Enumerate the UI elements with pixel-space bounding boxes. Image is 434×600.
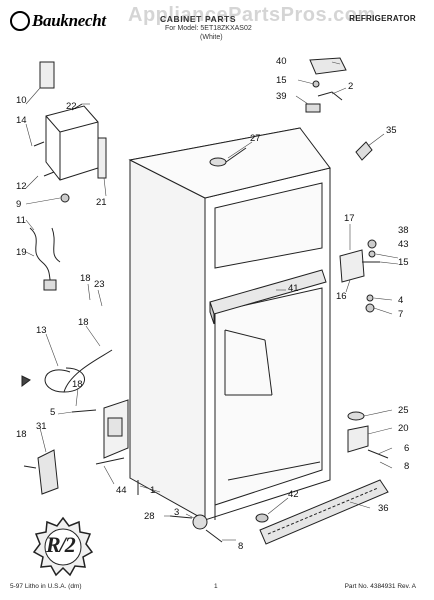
callout-19: 19	[16, 247, 27, 258]
power-cord	[21, 349, 113, 393]
callout-41: 41	[288, 283, 299, 294]
footer-part-number: Part No. 4384931 Rev. A	[344, 583, 416, 590]
callout-12: 12	[16, 181, 27, 192]
callout-13: 13	[36, 325, 47, 336]
callout-17: 17	[344, 213, 355, 224]
callout-39: 39	[276, 91, 287, 102]
access-panel	[71, 399, 129, 459]
callout-4: 4	[398, 295, 404, 306]
cover-panel	[23, 449, 59, 495]
terminal-block	[39, 61, 55, 89]
cabinet-shell	[128, 127, 331, 521]
wire-harness	[29, 227, 61, 291]
footer-litho: 5-97 Litho in U.S.A. (dm)	[10, 583, 82, 590]
watermark: AppliancePartsPros.com	[128, 4, 376, 26]
callout-40: 40	[276, 56, 287, 67]
callout-27: 27	[250, 133, 261, 144]
callout-8-hinge: 8	[404, 461, 410, 472]
front-roller	[169, 514, 223, 543]
rear-strip	[95, 457, 125, 465]
callout-6: 6	[404, 443, 410, 454]
callout-18-cover: 18	[16, 429, 27, 440]
callout-10: 10	[16, 95, 27, 106]
seal-badge-graphic	[32, 516, 94, 577]
top-hinge	[305, 80, 343, 113]
callout-18-bracket: 18	[72, 379, 83, 390]
callout-22: 22	[66, 101, 77, 112]
callout-43: 43	[398, 239, 409, 250]
certification-seal: R/2	[32, 516, 94, 578]
callout-20: 20	[398, 423, 409, 434]
screw-set	[33, 103, 83, 203]
footer-page-number: 1	[214, 583, 218, 590]
leveling-foot	[255, 513, 269, 523]
center-hinge	[339, 239, 380, 313]
brand-name: Bauknecht	[32, 11, 106, 30]
callout-35: 35	[386, 125, 397, 136]
callout-31: 31	[36, 421, 47, 432]
appliance-type: REFRIGERATOR	[349, 14, 416, 23]
callout-11: 11	[16, 215, 26, 226]
callout-2: 2	[348, 81, 354, 92]
callout-23: 23	[94, 279, 105, 290]
color-note: (White)	[200, 34, 223, 41]
callout-18-harness: 18	[80, 273, 91, 284]
callout-15-top: 15	[276, 75, 287, 86]
callout-1: 1	[150, 485, 156, 496]
brand-logo-ring	[10, 11, 30, 31]
callout-3: 3	[174, 507, 180, 518]
model-number: For Model: 5ET18ZKXAS02	[165, 25, 252, 32]
trim-strip	[97, 137, 107, 179]
callout-44: 44	[116, 485, 127, 496]
callout-28: 28	[144, 511, 155, 522]
control-box	[45, 105, 99, 181]
hinge-cover	[309, 57, 347, 75]
callout-15-center: 15	[398, 257, 409, 268]
callout-25: 25	[398, 405, 409, 416]
callout-36: 36	[378, 503, 389, 514]
callout-42: 42	[288, 489, 299, 500]
brand-logo: Bauknecht	[10, 8, 122, 34]
callout-5: 5	[50, 407, 56, 418]
bottom-hinge	[347, 411, 389, 459]
callout-16: 16	[336, 291, 347, 302]
toe-grille	[259, 479, 389, 545]
callout-21: 21	[96, 197, 107, 208]
seal-text: R/2	[46, 532, 76, 557]
section-title: CABINET PARTS	[160, 14, 237, 24]
callout-8-roller: 8	[238, 541, 244, 552]
mullion-rail	[209, 269, 327, 325]
drain-plug	[209, 147, 247, 167]
leader-lines	[25, 61, 399, 541]
callout-14: 14	[16, 115, 27, 126]
callout-38: 38	[398, 225, 409, 236]
door-stop	[355, 141, 373, 161]
callout-18-cord: 18	[78, 317, 89, 328]
callout-7: 7	[398, 309, 404, 320]
callout-9: 9	[16, 199, 22, 210]
